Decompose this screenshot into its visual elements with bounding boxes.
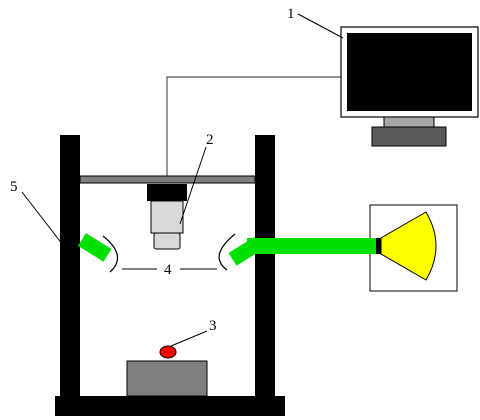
label-reflectors: 4 bbox=[164, 262, 172, 278]
leader-5 bbox=[21, 191, 67, 250]
leader-1 bbox=[297, 13, 344, 39]
camera-body bbox=[147, 184, 187, 201]
label-camera: 2 bbox=[206, 132, 214, 148]
monitor-base bbox=[371, 126, 447, 147]
signal-cable bbox=[166, 76, 343, 178]
frame-base bbox=[55, 396, 285, 416]
leader-2 bbox=[179, 146, 207, 225]
lamp-icon bbox=[369, 204, 458, 292]
lamp-bulb bbox=[380, 211, 437, 281]
label-frame: 5 bbox=[10, 179, 18, 195]
reflector-left bbox=[102, 235, 119, 273]
monitor-neck bbox=[383, 116, 435, 128]
frame-right-post bbox=[255, 135, 275, 400]
leader-3 bbox=[170, 330, 208, 347]
camera-lens bbox=[150, 200, 184, 234]
frame bbox=[55, 135, 285, 416]
monitor-icon bbox=[340, 26, 479, 147]
monitor-screen bbox=[347, 33, 472, 111]
lamp-connector bbox=[376, 238, 381, 254]
label-sample: 3 bbox=[209, 318, 217, 334]
light-guide-right-end bbox=[228, 237, 262, 266]
sample-platform bbox=[126, 360, 208, 397]
camera-icon bbox=[147, 184, 187, 250]
label-monitor: 1 bbox=[287, 6, 295, 22]
light-guide-right bbox=[247, 238, 376, 254]
sample-icon bbox=[159, 345, 177, 359]
frame-left-post bbox=[60, 135, 80, 400]
reflector-right bbox=[218, 233, 236, 271]
camera-lens-collar bbox=[153, 232, 181, 250]
frame-crossbar bbox=[79, 175, 256, 184]
light-guide-left bbox=[78, 233, 112, 262]
